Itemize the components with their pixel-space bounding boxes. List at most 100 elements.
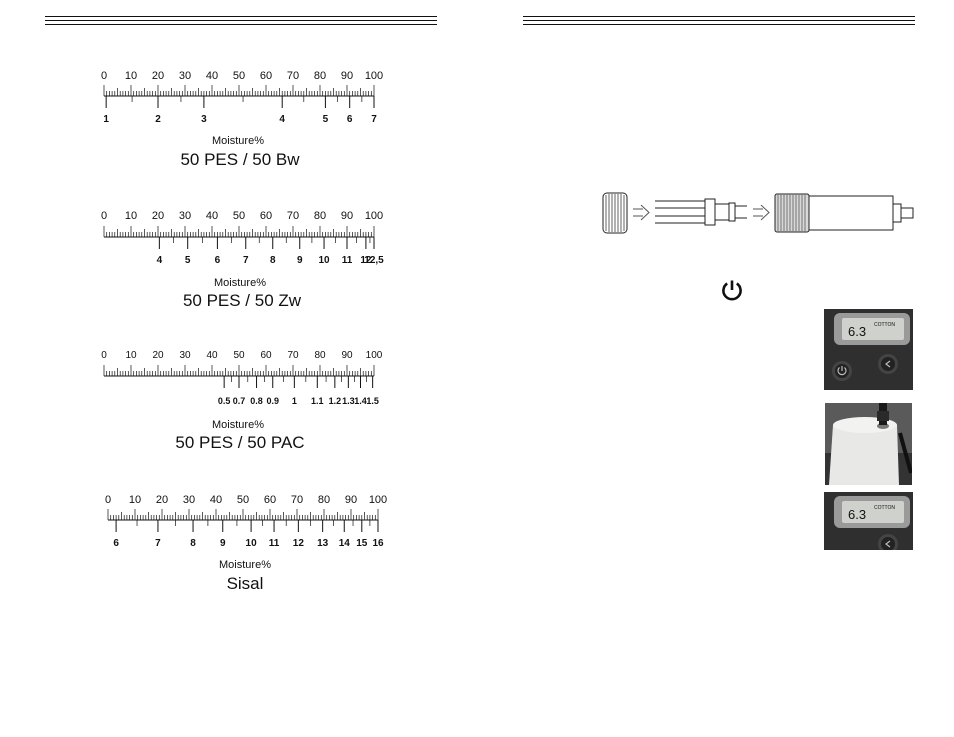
scale-top-tick-label: 70 [287, 350, 299, 361]
power-icon [722, 280, 742, 301]
scale-bottom-tick-label: 14 [339, 538, 351, 549]
scale-bottom-tick-label: 1.4 [354, 396, 367, 406]
probe-assembly-illustration [602, 192, 914, 234]
scale-top-tick-label: 30 [179, 350, 191, 361]
scale-top-tick-label: 0 [101, 350, 107, 361]
scale-top-tick-label: 100 [365, 210, 383, 222]
scale-top-tick-label: 10 [125, 350, 137, 361]
scale-bottom-tick-label: 0.7 [233, 396, 246, 406]
scale-bottom-tick-label: 8 [190, 538, 196, 549]
scale-bottom-tick-label: 10 [246, 538, 258, 549]
scale-axis-label: Moisture% [219, 559, 271, 571]
scale-top-tick-label: 30 [183, 494, 195, 506]
scale-axis-label: Moisture% [214, 277, 266, 289]
scale-top-tick-label: 0 [105, 494, 111, 506]
scale-bottom-tick-label: 1.1 [311, 396, 324, 406]
scale-axis-label: Moisture% [212, 135, 264, 147]
scale-top-tick-label: 60 [260, 210, 272, 222]
display-mode-text: COTTON [874, 505, 895, 511]
scale-top-tick-label: 70 [291, 494, 303, 506]
scale-top-tick-label: 100 [366, 350, 383, 361]
scale-top-tick-label: 100 [369, 494, 387, 506]
scale-top-tick-label: 80 [314, 210, 326, 222]
right-page-header-rule [523, 16, 915, 28]
scale-top-tick-label: 90 [345, 494, 357, 506]
scale-fabric-name: Sisal [226, 574, 264, 593]
scale-bottom-tick-label: 7 [243, 255, 249, 266]
scale-top-tick-label: 40 [206, 350, 218, 361]
scale-top-tick-label: 30 [179, 70, 191, 82]
scale-bottom-tick-label: 6 [215, 255, 221, 266]
scale-bottom-tick-label: 1.5 [366, 396, 379, 406]
scale-top-tick-label: 50 [233, 70, 245, 82]
scale-top-tick-label: 90 [341, 210, 353, 222]
scale-bottom-tick-label: 11 [269, 538, 280, 549]
display-value: 6.3 [848, 507, 866, 522]
scale-fabric-name: 50 PES / 50 Bw [180, 150, 300, 169]
scale-top-tick-label: 40 [210, 494, 222, 506]
scale-bottom-tick-label: 9 [297, 255, 303, 266]
scale-bottom-tick-label: 4 [279, 114, 285, 125]
scale-bottom-tick-label: 7 [155, 538, 161, 549]
scale-top-tick-label: 70 [287, 210, 299, 222]
scale-bottom-tick-label: 6 [347, 114, 353, 125]
probe-pins-drawing [655, 198, 747, 226]
scale-bottom-tick-label: 6 [113, 538, 119, 549]
scale-top-tick-label: 50 [237, 494, 249, 506]
left-page-header-rule [45, 16, 437, 28]
probe-cap-drawing [602, 192, 628, 234]
scale-top-tick-label: 60 [260, 70, 272, 82]
scale-bottom-tick-label: 13 [317, 538, 329, 549]
arrow-icon [753, 204, 770, 221]
scale-top-tick-label: 80 [314, 350, 326, 361]
scale-top-tick-label: 60 [260, 350, 272, 361]
scale-bottom-tick-label: 5 [323, 114, 329, 125]
scale-bottom-tick-label: 0.8 [250, 396, 263, 406]
scale-fabric-name: 50 PES / 50 Zw [182, 291, 302, 310]
scale-bottom-tick-label: 5 [185, 255, 191, 266]
probe-handle-drawing [774, 193, 914, 233]
scale-top-tick-label: 100 [365, 70, 383, 82]
scale-top-tick-label: 60 [264, 494, 276, 506]
scale-bottom-tick-label: 10 [318, 255, 330, 266]
scale-top-tick-label: 20 [156, 494, 168, 506]
scale-bottom-tick-label: 16 [372, 538, 384, 549]
scale-top-tick-label: 80 [314, 70, 326, 82]
scale-bottom-tick-label: 1.2 [329, 396, 342, 406]
scale-top-tick-label: 30 [179, 210, 191, 222]
scale-bottom-tick-label: 1 [103, 114, 109, 125]
scale-bottom-tick-label: 8 [270, 255, 276, 266]
scale-top-tick-label: 10 [125, 70, 137, 82]
scale-fabric-name: 50 PES / 50 PAC [175, 433, 305, 452]
scale-top-tick-label: 20 [152, 350, 164, 361]
scale-top-tick-label: 50 [233, 210, 245, 222]
scale-bottom-tick-label: 1.3 [342, 396, 355, 406]
scale-bottom-tick-label: 9 [220, 538, 226, 549]
scale-bottom-tick-label: 3 [201, 114, 207, 125]
meter-display-photo-result: 6.3 COTTON [824, 492, 913, 550]
scale-top-tick-label: 50 [233, 350, 245, 361]
scale-top-tick-label: 70 [287, 70, 299, 82]
scale-bottom-tick-label: 2 [155, 114, 161, 125]
scale-top-tick-label: 40 [206, 70, 218, 82]
scale-bottom-tick-label: 1 [292, 396, 297, 406]
scale-bottom-tick-label: 7 [371, 114, 377, 125]
scale-top-tick-label: 20 [152, 210, 164, 222]
scale-bottom-tick-label: 12,5 [364, 255, 384, 266]
scale-bottom-tick-label: 0.5 [218, 396, 231, 406]
display-mode-text: COTTON [874, 322, 895, 328]
scale-bottom-tick-label: 0.9 [266, 396, 279, 406]
scale-bottom-tick-label: 12 [360, 255, 372, 266]
scale-bottom-tick-label: 4 [157, 255, 163, 266]
scale-top-tick-label: 90 [341, 350, 353, 361]
scale-top-tick-label: 40 [206, 210, 218, 222]
scale-top-tick-label: 80 [318, 494, 330, 506]
scale-bottom-tick-label: 15 [356, 538, 368, 549]
scale-top-tick-label: 10 [129, 494, 141, 506]
scale-top-tick-label: 0 [101, 70, 107, 82]
scale-bottom-tick-label: 12 [293, 538, 305, 549]
